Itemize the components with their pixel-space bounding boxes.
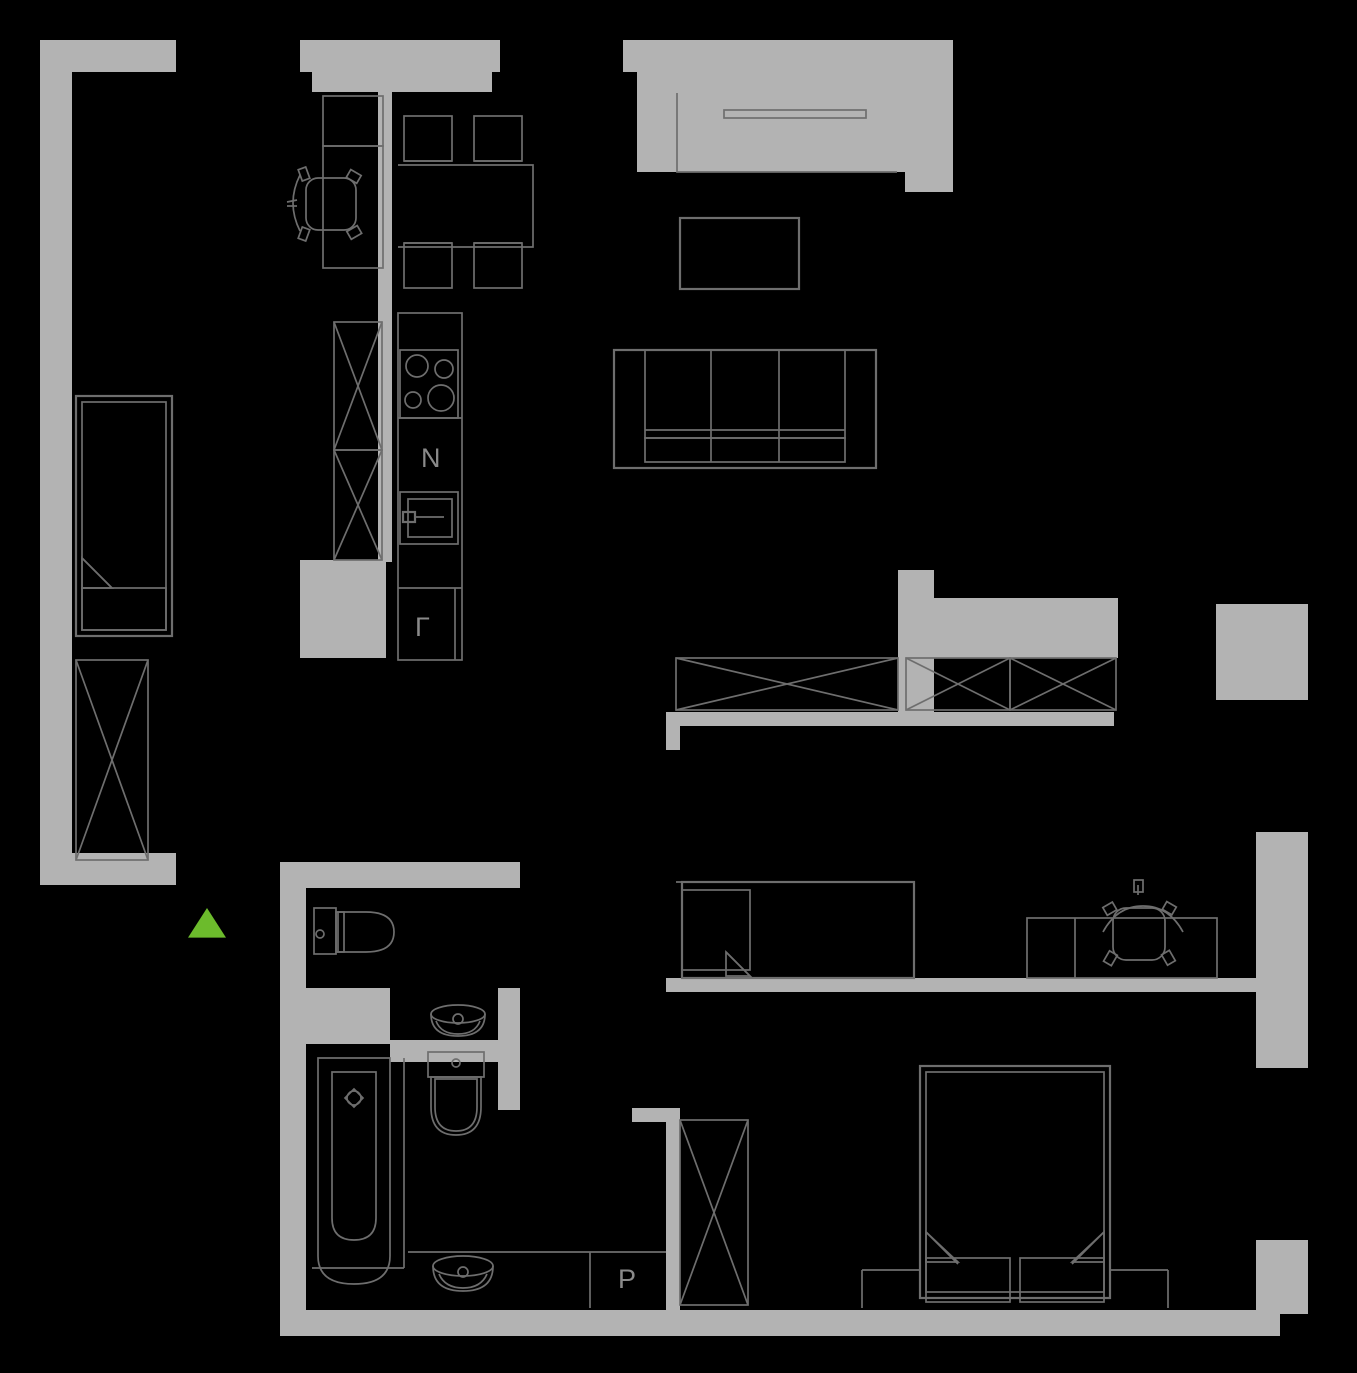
- living-room-furniture: [612, 93, 897, 470]
- wc-toilet: [313, 907, 395, 955]
- kitchen-tall-cabinet: [333, 321, 383, 561]
- wc-fixtures: [313, 907, 486, 1037]
- study-furniture: [676, 879, 1218, 980]
- bedroom-left-furniture: [74, 394, 174, 861]
- master-bedroom-furniture: [861, 1064, 1169, 1308]
- wall-segment: [666, 712, 680, 750]
- wardrobe-hall-right: [1009, 657, 1117, 711]
- walls-group: [40, 40, 1308, 1336]
- bathtub: [312, 1057, 404, 1285]
- bathroom-toilet: [427, 1051, 485, 1136]
- wall-segment: [280, 1310, 1280, 1336]
- wall-segment: [40, 40, 72, 885]
- study-single-bed: [676, 880, 916, 980]
- wall-segment: [905, 62, 953, 192]
- wall-segment: [280, 862, 306, 1336]
- armchair: [286, 165, 363, 243]
- desk-chair: [1101, 879, 1184, 967]
- double-bed: [918, 1064, 1112, 1303]
- wall-segment: [666, 712, 1114, 726]
- three-seat-sofa: [612, 348, 878, 470]
- wall-segment: [1240, 604, 1308, 634]
- coffee-table: [678, 216, 801, 291]
- wall-segment: [666, 1108, 680, 1310]
- wall-segment: [306, 988, 390, 1044]
- fridge-label: N: [421, 443, 441, 473]
- wall-segment: [1256, 832, 1308, 1068]
- wardrobe-hall-left: [675, 657, 899, 711]
- wall-segment: [280, 862, 520, 888]
- wall-segment: [40, 853, 176, 885]
- wall-segment: [930, 598, 1118, 658]
- wardrobe-left: [75, 659, 149, 861]
- hall-wardrobes: [675, 657, 1117, 1306]
- wall-segment: [666, 978, 1256, 992]
- wall-segment: [1256, 1240, 1308, 1314]
- wall-segment: [498, 988, 520, 1110]
- tv-unit: [676, 93, 897, 173]
- dining-chairs: [403, 115, 523, 289]
- entrance-marker[interactable]: [188, 908, 226, 938]
- kitchen-furniture: N Г: [333, 312, 463, 661]
- washing-machine: P: [408, 1251, 666, 1308]
- kitchen-sink: [399, 491, 459, 545]
- wall-segment: [300, 560, 386, 658]
- desk: [1026, 917, 1218, 979]
- nightstand-right: [1110, 1269, 1169, 1308]
- bathroom-fixtures: P: [312, 1051, 666, 1308]
- wall-segment: [637, 62, 937, 172]
- dining-furniture: [286, 95, 534, 289]
- wall-segment: [898, 570, 934, 720]
- wall-segment: [312, 62, 492, 92]
- wc-washbasin: [430, 1004, 486, 1037]
- cooktop: [399, 349, 459, 419]
- single-bed: [74, 394, 174, 638]
- washing-machine-label: P: [618, 1264, 636, 1294]
- bathroom-washbasin: [432, 1255, 494, 1292]
- hall-closet: [679, 1119, 749, 1306]
- wall-segment: [1272, 832, 1308, 854]
- entrance-direction-marker[interactable]: [188, 908, 226, 938]
- wall-segment: [390, 1040, 520, 1062]
- oven-label: Г: [415, 612, 430, 642]
- nightstand-left: [861, 1269, 920, 1308]
- dining-table: [398, 164, 534, 248]
